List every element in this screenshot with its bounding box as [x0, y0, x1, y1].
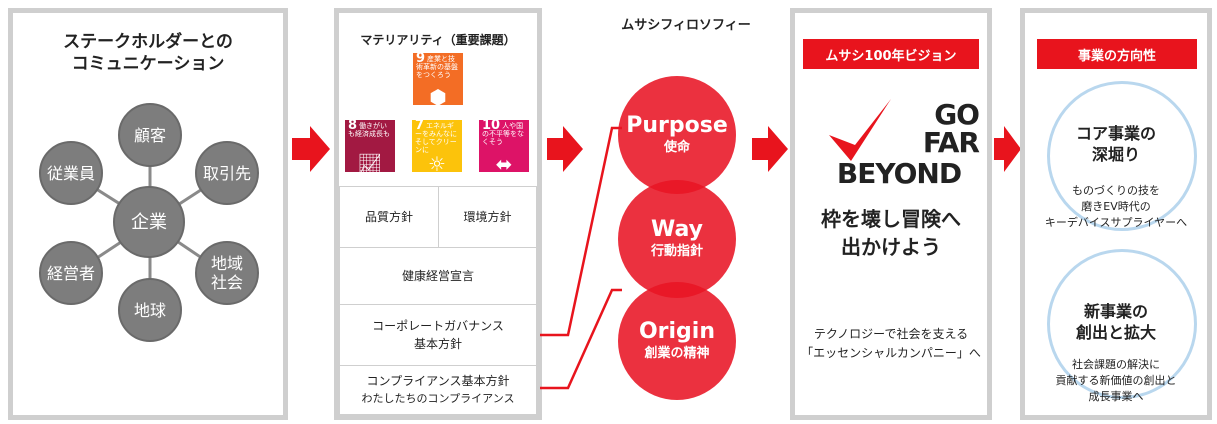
- new-business-desc: 社会課題の解決に 貢献する新価値の創出と 成長事業へ: [1025, 357, 1207, 405]
- node-supplier-label: 取引先: [202, 163, 251, 183]
- new-business-title: 新事業の 創出と拡大: [1025, 301, 1207, 343]
- direction-badge: 事業の方向性: [1037, 39, 1197, 69]
- growth-chart-icon: 📈︎: [357, 152, 383, 176]
- purpose-en: Purpose: [626, 113, 728, 138]
- new-business-circle: [1047, 249, 1197, 399]
- materiality-title: マテリアリティ（重要課題）: [360, 33, 516, 47]
- governance-line2: 基本方針: [413, 337, 462, 351]
- purpose-circle: Purpose 使命: [618, 76, 736, 194]
- node-employees-label: 従業員: [46, 163, 95, 183]
- vision-description: テクノロジーで社会を支える 「エッセンシャルカンパニー」へ: [795, 325, 987, 363]
- slogan-line2: 出かけよう: [841, 235, 941, 259]
- compliance-policy-cell: コンプライアンス基本方針 わたしたちのコンプライアンス: [339, 365, 537, 415]
- new-desc-line1: 社会課題の解決に: [1072, 358, 1160, 371]
- sdg-9-number: 9: [416, 51, 426, 66]
- origin-jp: 創業の精神: [644, 346, 710, 361]
- checkmark-logo-icon: [829, 99, 891, 161]
- new-title-line1: 新事業の: [1083, 302, 1148, 321]
- sdg-7-number: 7: [415, 118, 425, 133]
- node-community: 地域 社会: [195, 241, 259, 305]
- vision-panel: ムサシ100年ビジョン GO FAR BEYOND 枠を壊し冒険へ 出かけよう …: [790, 8, 992, 420]
- node-company-label: 企業: [131, 211, 167, 233]
- node-management-label: 経営者: [46, 263, 95, 283]
- purpose-jp: 使命: [663, 140, 690, 155]
- node-employees: 従業員: [39, 141, 103, 205]
- arrow-2: [547, 126, 583, 172]
- health-declaration-label: 健康経営宣言: [401, 269, 474, 283]
- direction-panel: 事業の方向性 コア事業の 深堀り ものづくりの技を 磨きEV時代の キーデバイス…: [1020, 8, 1212, 420]
- core-desc-line1: ものづくりの技を: [1072, 184, 1160, 197]
- stakeholder-title-line1: ステークホルダーとの: [63, 32, 233, 52]
- stakeholder-title-line2: コミュニケーション: [71, 54, 225, 74]
- node-management: 経営者: [39, 241, 103, 305]
- node-earth-label: 地球: [133, 300, 166, 320]
- logo-beyond: BEYOND: [836, 157, 962, 190]
- way-circle: Way 行動指針: [618, 180, 736, 298]
- logo-go: GO: [934, 98, 980, 131]
- core-title-line1: コア事業の: [1075, 124, 1156, 143]
- sdg-10-number: 10: [482, 118, 501, 133]
- governance-policy-cell: コーポレートガバナンス 基本方針: [339, 304, 537, 366]
- core-business-title: コア事業の 深堀り: [1025, 123, 1207, 165]
- vision-slogan: 枠を壊し冒険へ 出かけよう: [795, 205, 987, 261]
- quality-policy-label: 品質方針: [364, 210, 413, 224]
- way-jp: 行動指針: [650, 244, 703, 259]
- sdg-8-number: 8: [348, 118, 358, 133]
- new-title-line2: 創出と拡大: [1075, 323, 1156, 342]
- node-customer-label: 顧客: [133, 125, 166, 145]
- vision-desc-line2: 「エッセンシャルカンパニー」へ: [801, 346, 981, 360]
- sdg-8-text: 働きがいも経済成長も: [348, 122, 390, 138]
- governance-line1: コーポレートガバナンス: [372, 319, 504, 333]
- new-desc-line3: 成長事業へ: [1088, 390, 1144, 403]
- core-business-circle: [1047, 81, 1197, 231]
- sdg-9-text: 産業と技術革新の基盤をつくろう: [416, 55, 458, 79]
- new-desc-line2: 貢献する新価値の創出と: [1055, 374, 1177, 387]
- stakeholder-panel: ステークホルダーとの コミュニケーション 企業 顧客 取引先 地域 社会 地球 …: [8, 8, 288, 420]
- vision-badge: ムサシ100年ビジョン: [803, 39, 979, 69]
- philosophy-connector-lines: [540, 126, 622, 390]
- core-desc-line2: 磨きEV時代の: [1081, 200, 1151, 213]
- origin-en: Origin: [638, 319, 716, 344]
- logo-far: FAR: [922, 126, 980, 159]
- node-supplier: 取引先: [195, 141, 259, 205]
- arrow-3: [752, 126, 788, 172]
- arrow-4: [994, 126, 1021, 172]
- philosophy-title: ムサシフィロソフィー: [621, 18, 751, 33]
- cubes-icon: ⬢: [429, 85, 447, 109]
- health-declaration-cell: 健康経営宣言: [339, 247, 537, 305]
- node-earth: 地球: [118, 278, 182, 342]
- compliance-line2: わたしたちのコンプライアンス: [361, 392, 515, 405]
- sun-icon: ☼: [428, 152, 446, 176]
- arrow-1: [292, 126, 330, 172]
- equality-icon: ⬌: [495, 152, 513, 176]
- stakeholder-title: ステークホルダーとの コミュニケーション: [13, 31, 283, 75]
- sdg-7-text: エネルギーをみんなにそしてクリーンに: [415, 122, 457, 154]
- core-desc-line3: キーデバイスサプライヤーへ: [1044, 216, 1188, 229]
- environment-policy-label: 環境方針: [463, 210, 512, 224]
- way-en: Way: [651, 217, 703, 242]
- core-business-desc: ものづくりの技を 磨きEV時代の キーデバイスサプライヤーへ: [1025, 183, 1207, 231]
- node-customer: 顧客: [118, 103, 182, 167]
- node-company: 企業: [113, 186, 185, 258]
- environment-policy-cell: 環境方針: [438, 186, 537, 248]
- go-far-beyond-logo: GO FAR: [857, 98, 980, 159]
- sdg-10-text: 人や国の不平等をなくそう: [482, 122, 524, 146]
- slogan-line1: 枠を壊し冒険へ: [821, 207, 961, 231]
- quality-policy-cell: 品質方針: [339, 186, 439, 248]
- origin-circle: Origin 創業の精神: [618, 282, 736, 400]
- vision-desc-line1: テクノロジーで社会を支える: [813, 327, 969, 341]
- core-title-line2: 深堀り: [1091, 145, 1140, 164]
- compliance-line1: コンプライアンス基本方針: [366, 374, 510, 388]
- node-community-label: 地域 社会: [210, 254, 243, 292]
